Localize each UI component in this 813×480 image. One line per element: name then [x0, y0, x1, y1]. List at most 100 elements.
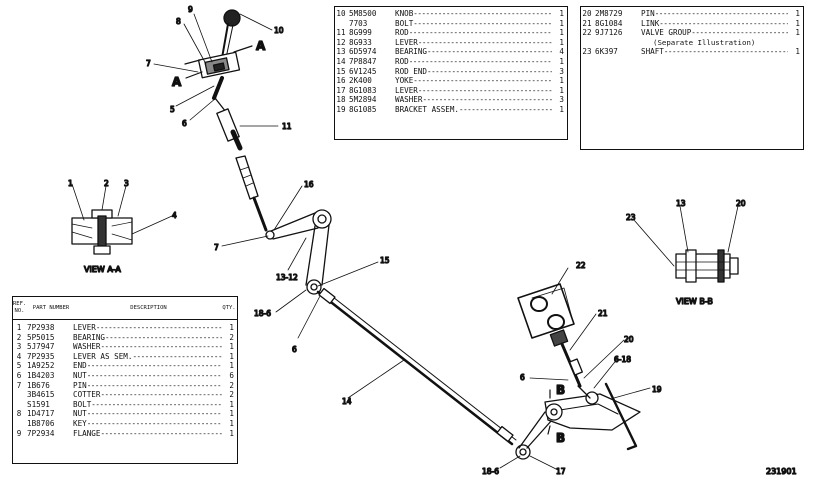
bellcrank-lever	[270, 209, 332, 295]
cell-ref-no: 10	[336, 9, 346, 18]
leader-lines	[71, 13, 739, 471]
view-bb-drawing	[675, 249, 739, 283]
callout-22: 22	[576, 261, 586, 270]
cell-description: PIN	[73, 381, 222, 391]
cell-qty: 1	[559, 9, 564, 18]
cell-part-number: 9J7126	[595, 28, 623, 38]
cell-ref-no: 17	[336, 85, 346, 95]
cell-part-number: 6V1245	[349, 66, 377, 76]
knob-part	[223, 9, 241, 27]
view-bb-caption: VIEW B-B	[676, 297, 713, 306]
table-row: 1B8706KEY1	[13, 419, 237, 429]
cell-ref-no: 3	[16, 342, 22, 352]
cell-description: LINK	[641, 19, 788, 29]
cell-ref-no: 14	[336, 56, 346, 66]
cell-qty: 1	[229, 351, 234, 361]
table-row: 185M2894WASHER3	[335, 95, 567, 105]
callout-9: 9	[188, 5, 193, 14]
long-rod	[316, 287, 531, 460]
table-row: 3B4615COTTER2	[13, 390, 237, 400]
cell-qty: 1	[795, 18, 800, 28]
cell-part-number: 5J7947	[27, 342, 55, 352]
cell-description: ROD	[395, 57, 552, 67]
table-row: S1591 BOLT 1	[13, 400, 237, 410]
cell-qty: 1	[229, 428, 234, 438]
cell-part-number: 5M8500	[349, 9, 377, 18]
callout-21: 21	[598, 309, 608, 318]
header-description: DESCRIPTION	[130, 304, 167, 311]
cell-ref-no: 13	[336, 47, 346, 57]
cell-qty: 1	[795, 47, 800, 57]
callout-6: 6	[182, 119, 187, 128]
callout-7: 7	[146, 59, 151, 68]
callout-2: 2	[104, 179, 109, 188]
callout-18-6-upper: 18-6	[254, 309, 271, 318]
cell-part-number: 8G1083	[349, 85, 377, 95]
section-letter-a-right: A	[256, 39, 266, 53]
cell-description: YOKE	[395, 76, 552, 86]
cell-qty: 1	[559, 56, 564, 66]
callout-11: 11	[282, 122, 292, 131]
callouts: 9 8 10 7 5 6 11 A A 16 7 13-12 15 18-6 6…	[67, 4, 797, 476]
cell-description: COTTER	[73, 390, 222, 400]
cell-ref-no: 22	[582, 28, 592, 38]
cell-qty: 1	[229, 399, 234, 409]
cell-description: BEARING	[73, 333, 222, 343]
cell-description: VALVE GROUP	[641, 28, 788, 38]
cell-description: NUT	[73, 371, 222, 381]
table-row: 218G1084LINK1	[581, 19, 803, 29]
cell-ref-no: 4	[16, 351, 22, 361]
table-row: 147P8847ROD1	[335, 57, 567, 67]
cell-ref-no: 5	[16, 361, 22, 371]
callout-13-12: 13-12	[276, 273, 298, 282]
cell-description: BOLT	[73, 400, 222, 410]
cell-ref-no: 19	[336, 104, 346, 114]
section-letter-b-upper: B	[556, 383, 565, 397]
header-qty: QTY.	[222, 304, 236, 311]
callout-6-18: 6-18	[614, 355, 631, 364]
view-aa-caption: VIEW A-A	[84, 265, 121, 274]
cell-qty: 1	[559, 28, 564, 38]
cell-ref-no: 20	[582, 9, 592, 18]
cell-ref-no: 16	[336, 76, 346, 86]
cell-qty: 1	[795, 9, 800, 18]
table-row: 128G933LEVER1	[335, 38, 567, 48]
table-row: 236K397SHAFT1	[581, 47, 803, 57]
cell-description: BRACKET ASSEM.	[395, 105, 552, 115]
callout-15: 15	[380, 256, 390, 265]
cell-part-number: 2M8729	[595, 9, 623, 18]
cell-description: WASHER	[73, 342, 222, 352]
callout-14: 14	[342, 397, 352, 406]
cell-part-number: S1591	[27, 399, 50, 409]
section-arrows	[185, 45, 551, 435]
cell-ref-no: 21	[582, 18, 592, 28]
cell-description: LEVER	[395, 86, 552, 96]
callout-13: 13	[676, 199, 686, 208]
cell-part-number: 8G999	[349, 28, 372, 38]
table-header: REF. NO. PART NUMBER DESCRIPTION QTY.	[13, 297, 237, 320]
cell-qty: 1	[559, 76, 564, 86]
cell-ref-no: 1	[16, 323, 22, 332]
cell-part-number: 8G1085	[349, 104, 377, 114]
cell-qty: 2	[229, 380, 234, 390]
cell-qty: 1	[559, 85, 564, 95]
cell-ref-no: 11	[336, 28, 346, 38]
table-row: 162K400YOKE1	[335, 76, 567, 86]
row-note: (Separate Illustration)	[653, 37, 756, 47]
header-ref-no: REF. NO.	[13, 301, 27, 314]
table-row: 97P2934FLANGE1	[13, 429, 237, 439]
cell-description: BEARING	[395, 47, 552, 57]
callout-6-valve: 6	[520, 373, 525, 382]
cell-description: WASHER	[395, 95, 552, 105]
cell-description: KNOB	[395, 9, 552, 19]
cell-ref-no: 15	[336, 66, 346, 76]
cell-qty: 1	[229, 409, 234, 419]
cell-description: LEVER	[395, 38, 552, 48]
parts-table-top-right: 202M8729PIN1218G1084LINK1229J7126VALVE G…	[580, 6, 804, 150]
cell-qty: 2	[229, 332, 234, 342]
